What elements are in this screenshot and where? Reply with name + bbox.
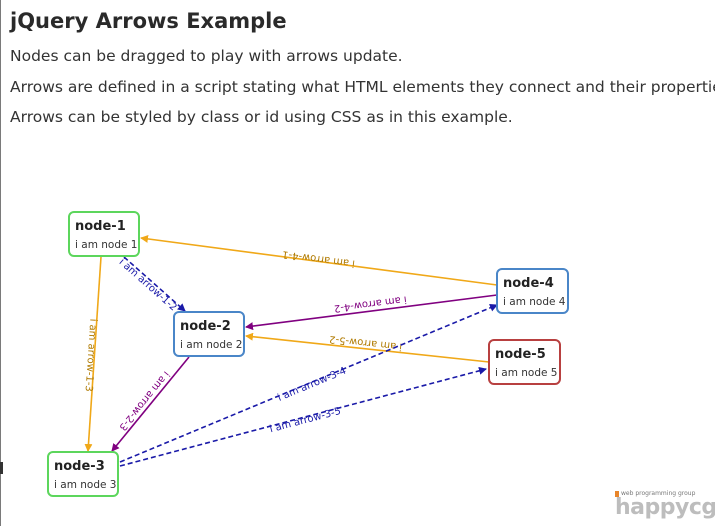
logo-accent-mark bbox=[615, 491, 619, 497]
node-3-title: node-3 bbox=[54, 459, 105, 474]
description-line-1: Nodes can be dragged to play with arrows… bbox=[10, 47, 403, 65]
logo-wordmark: happycgi bbox=[615, 495, 715, 520]
node-2[interactable]: node-2 i am node 2 bbox=[173, 311, 245, 357]
arrow-5-2: i am arrow-5-2 bbox=[245, 332, 490, 363]
arrow-3-4-label: i am arrow-3-4 bbox=[276, 366, 348, 404]
node-5[interactable]: node-5 i am node 5 bbox=[488, 339, 561, 385]
description-line-3: Arrows can be styled by class or id usin… bbox=[10, 108, 513, 126]
logo-tagline: web programming group bbox=[621, 490, 696, 497]
arrow-4-1-label: i am arrow-4-1 bbox=[282, 248, 356, 268]
node-1[interactable]: node-1 i am node 1 bbox=[68, 211, 140, 257]
arrow-2-3: i am arrow-2-3 bbox=[111, 356, 190, 452]
node-1-title: node-1 bbox=[75, 219, 126, 234]
page-title: jQuery Arrows Example bbox=[10, 9, 287, 33]
node-5-title: node-5 bbox=[495, 347, 546, 362]
arrow-1-3-label: i am arrow-1-3 bbox=[83, 318, 99, 392]
arrow-1-2-label: i am arrow-1-2 bbox=[117, 257, 179, 314]
node-4-title: node-4 bbox=[503, 276, 554, 291]
node-3[interactable]: node-3 i am node 3 bbox=[47, 451, 119, 497]
left-border bbox=[0, 0, 1, 526]
node-4-subtitle: i am node 4 bbox=[503, 296, 566, 308]
arrow-1-3: i am arrow-1-3 bbox=[83, 256, 102, 452]
happycgi-logo: web programming group happycgi bbox=[615, 490, 715, 523]
node-2-title: node-2 bbox=[180, 319, 231, 334]
node-4[interactable]: node-4 i am node 4 bbox=[496, 268, 569, 314]
arrow-2-3-label: i am arrow-2-3 bbox=[116, 369, 171, 433]
node-5-subtitle: i am node 5 bbox=[495, 367, 558, 379]
left-border-tick bbox=[0, 462, 3, 474]
arrow-4-2: i am arrow-4-2 bbox=[245, 293, 498, 331]
node-3-subtitle: i am node 3 bbox=[54, 479, 117, 491]
arrow-4-1: i am arrow-4-1 bbox=[140, 234, 498, 286]
arrow-3-5-label: i am arrow-3-5 bbox=[269, 406, 343, 435]
arrow-1-2: i am arrow-1-2 bbox=[117, 256, 186, 314]
node-1-subtitle: i am node 1 bbox=[75, 239, 138, 251]
description-line-2: Arrows are defined in a script stating w… bbox=[10, 78, 715, 96]
node-2-subtitle: i am node 2 bbox=[180, 339, 243, 351]
